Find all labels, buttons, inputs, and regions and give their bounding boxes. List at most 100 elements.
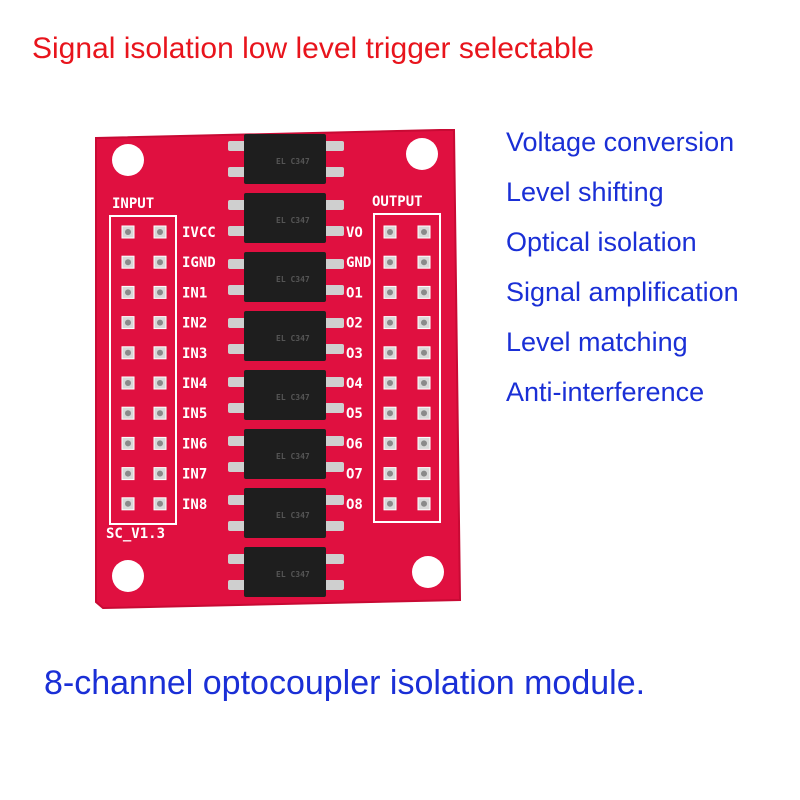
pad-hole [387, 500, 393, 507]
pad-hole [387, 410, 393, 417]
pad-hole [421, 229, 427, 235]
chip-lead [324, 521, 344, 531]
input-header-outline [109, 215, 177, 525]
pad-hole [157, 319, 163, 326]
pad-hole [157, 229, 163, 235]
chip-marking: EL C347 [276, 157, 310, 166]
output-pin-label: O1 [346, 285, 363, 301]
optocoupler-chip [244, 370, 326, 420]
chip-lead [228, 200, 248, 210]
chip-lead [324, 377, 344, 387]
feature-item: Signal amplification [506, 277, 739, 307]
pad-hole [421, 410, 427, 417]
pad-hole [125, 500, 131, 507]
output-header-label: OUTPUT [372, 194, 423, 210]
headline: Signal isolation low level trigger selec… [32, 32, 594, 65]
pcb-board [95, 129, 462, 610]
chip-lead [228, 318, 248, 328]
pad-hole [387, 470, 393, 477]
optocoupler-chip [244, 193, 326, 243]
chip-lead [324, 580, 344, 590]
pad-hole [157, 410, 163, 417]
input-pin-label: IN1 [182, 285, 207, 301]
pad-hole [157, 440, 163, 447]
mounting-hole [406, 138, 438, 170]
chip-lead [324, 200, 344, 210]
output-pin-label: O6 [346, 436, 363, 452]
optocoupler-chip [244, 311, 326, 361]
output-pin-label: O2 [346, 316, 363, 332]
optocoupler-chip [244, 429, 326, 479]
chip-lead [324, 285, 344, 295]
chip-lead [324, 403, 344, 413]
output-pin-label: GND [346, 255, 371, 271]
input-pin-label: IVCC [182, 225, 216, 241]
chip-lead [228, 226, 248, 236]
board-version: SC_V1.3 [106, 526, 165, 542]
optocoupler-chip [244, 547, 326, 597]
optocoupler-chip [244, 252, 326, 302]
pad-hole [125, 470, 131, 477]
input-pin-label: IN2 [182, 316, 207, 332]
pad-hole [421, 440, 427, 447]
chip-lead [324, 318, 344, 328]
pad-hole [421, 470, 427, 477]
output-pin-label: O5 [346, 406, 363, 422]
pad-hole [125, 229, 131, 235]
chip-marking: EL C347 [276, 275, 310, 284]
optocoupler-chip [244, 488, 326, 538]
output-pin-label: O8 [346, 497, 363, 513]
chip-lead [228, 167, 248, 177]
chip-lead [228, 554, 248, 564]
pad-hole [387, 319, 393, 326]
chip-lead [228, 521, 248, 531]
pad-hole [125, 380, 131, 386]
pad-hole [125, 319, 131, 326]
input-pin-label: IN8 [182, 497, 207, 513]
output-pin-label: O3 [346, 346, 363, 362]
chip-lead [228, 462, 248, 472]
pad-hole [387, 440, 393, 447]
pad-hole [157, 500, 163, 507]
feature-item: Voltage conversion [506, 127, 735, 157]
input-pin-label: IN6 [182, 436, 207, 452]
chip-lead [324, 226, 344, 236]
pad-hole [387, 229, 393, 235]
chip-marking: EL C347 [276, 452, 310, 461]
chip-lead [324, 167, 344, 177]
pad-hole [157, 289, 163, 296]
chip-lead [324, 495, 344, 505]
pad-hole [421, 319, 427, 326]
feature-item: Level matching [506, 327, 688, 357]
chip-lead [324, 462, 344, 472]
input-pin-label: IN4 [182, 376, 207, 392]
input-pin-label: IN7 [182, 467, 207, 483]
pad-hole [157, 259, 163, 266]
chip-lead [228, 377, 248, 387]
chip-lead [228, 495, 248, 505]
feature-list: Voltage conversion Level shifting Optica… [506, 122, 739, 422]
input-pin-label: IN5 [182, 406, 207, 422]
feature-item: Optical isolation [506, 227, 697, 257]
optocoupler-chip [244, 134, 326, 184]
pad-hole [387, 380, 393, 386]
pad-hole [125, 289, 131, 296]
chip-lead [228, 403, 248, 413]
pad-hole [157, 380, 163, 386]
pad-hole [387, 259, 393, 266]
input-pin-label: IGND [182, 255, 216, 271]
output-pin-label: VO [346, 225, 363, 241]
pad-hole [387, 289, 393, 296]
chip-marking: EL C347 [276, 216, 310, 225]
chip-lead [228, 436, 248, 446]
mounting-hole [112, 560, 144, 592]
pad-hole [421, 380, 427, 386]
pad-hole [125, 410, 131, 417]
input-pin-label: IN3 [182, 346, 207, 362]
chip-lead [324, 436, 344, 446]
output-pin-label: O7 [346, 467, 363, 483]
caption: 8-channel optocoupler isolation module. [44, 664, 646, 702]
chip-lead [324, 259, 344, 269]
pad-hole [157, 349, 163, 356]
